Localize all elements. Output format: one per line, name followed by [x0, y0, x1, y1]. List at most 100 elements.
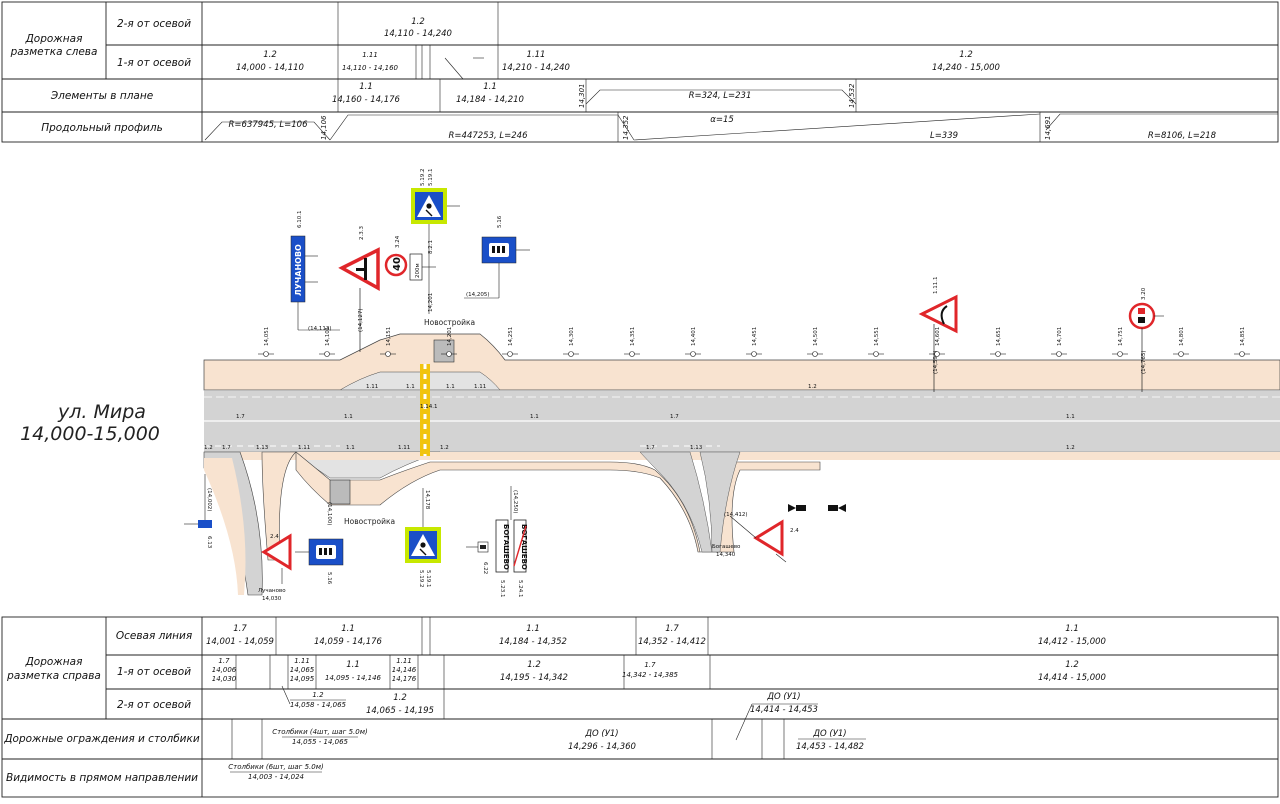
- pk-marker-label: 14,351: [630, 327, 636, 346]
- barrier-seg-code: ДО (У1): [812, 729, 846, 739]
- row1-seg-code: 1.7: [218, 657, 230, 665]
- sign-pk: (14,127): [358, 308, 364, 332]
- street-range: 14,000-15,000: [20, 423, 160, 445]
- top-profile-label: Продольный профиль: [41, 122, 163, 134]
- axis-seg-range: 14,001 - 14,059: [206, 637, 274, 647]
- top-row1-seg-code: 1.2: [959, 50, 973, 60]
- top-group-label-2: разметка слева: [10, 46, 98, 58]
- top-plan-mark: 14,532: [848, 83, 856, 108]
- sign-pk: (14,412): [724, 512, 748, 518]
- top-row1-seg-range: 14,000 - 14,110: [236, 63, 304, 73]
- sign-code: 2.4: [270, 534, 279, 540]
- marking-label: 1.2: [204, 445, 213, 451]
- row1-seg-code: 1.11: [294, 657, 310, 665]
- sign-code: 6.13: [206, 536, 212, 549]
- sign-2-4-yield-icon: 2.4 (14,100): [261, 502, 332, 584]
- top-row2-label: 2-я от осевой: [117, 18, 191, 30]
- pk-marker-icon: 14,551: [868, 327, 884, 357]
- top-row1-seg-code: 1.11: [527, 50, 546, 60]
- sign-pk: 14,178: [424, 490, 430, 510]
- top-row1-label: 1-я от осевой: [117, 57, 191, 69]
- row1-seg-code: 1.2: [527, 660, 541, 670]
- row1-seg-range: 14,030: [212, 675, 237, 683]
- marking-label: 1.2: [440, 445, 449, 451]
- row1-seg-range: 14,095 - 14,146: [325, 674, 382, 682]
- barrier-seg-range: 14,453 - 14,482: [796, 742, 864, 752]
- row1-seg-range: 14,065: [290, 666, 315, 674]
- barrier-seg-code: Столбики (4шт, шаг 5.0м): [272, 728, 368, 736]
- row2-seg-code: 1.2: [312, 691, 324, 699]
- pk-marker-icon: 14,801: [1173, 327, 1189, 357]
- top-row2-seg-range: 14,110 - 14,240: [384, 29, 452, 39]
- axis-seg-code: 1.1: [526, 624, 540, 634]
- top-row1-seg-code: 1.11: [362, 51, 378, 59]
- marking-label: 1.13: [256, 445, 269, 451]
- sign-code: 5.16: [497, 215, 503, 228]
- visibility-seg-range: 14,003 - 14,024: [248, 773, 304, 781]
- sign-code: 5.19.2: [420, 169, 426, 187]
- sign-6-10-1-text: ЛУЧАНОВО: [294, 244, 303, 296]
- top-plan-seg-range: 14,160 - 14,176: [332, 95, 401, 105]
- sign-pk: (14,765): [1141, 350, 1147, 374]
- pk-marker-label: 14,551: [874, 327, 880, 346]
- axis-seg-range: 14,412 - 15,000: [1038, 637, 1106, 647]
- pk-marker-icon: 14,151: [380, 327, 396, 357]
- new-building-label-bottom: Новостройка: [344, 517, 395, 526]
- marking-label: 1.1: [406, 384, 415, 390]
- top-row1-seg-range: 14,110 - 14,160: [342, 64, 399, 72]
- top-row2-seg-code: 1.2: [411, 17, 425, 27]
- row1-seg-code: 1.7: [644, 661, 656, 669]
- row2-seg-range: 14,065 - 14,195: [366, 706, 434, 716]
- sign-crossing-top-icon: 5.19.2 5.19.1 14,201: [411, 169, 460, 314]
- row1-seg-range: 14,146: [392, 666, 417, 674]
- sign-8-2-1-icon: 200м 8.2.1: [409, 240, 436, 281]
- axis-seg-code: 1.1: [341, 624, 355, 634]
- road-plan: 1.11 1.1 1.1 1.11 1.7 1.1 1.14.1 1.1 1.7…: [20, 318, 1280, 596]
- top-profile-seg: R=447253, L=246: [449, 131, 529, 141]
- sign-6-22-icon: 6.22: [466, 541, 489, 574]
- top-plan-mark: 14,301: [578, 84, 586, 109]
- top-row1-seg-range: 14,210 - 14,240: [502, 63, 570, 73]
- bottom-table: Дорожная разметка справа Осевая линия 1-…: [1, 616, 1279, 798]
- marking-label: 1.1: [530, 414, 539, 420]
- pk-marker-label: 14,451: [752, 327, 758, 346]
- row1-seg-code: 1.2: [1065, 660, 1079, 670]
- sign-code: 6.22: [482, 562, 488, 574]
- sign-code: 5.16: [326, 572, 332, 585]
- sign-code: 2.4: [790, 528, 799, 534]
- top-plan-seg-code: 1.1: [359, 82, 373, 92]
- pk-marker-label: 14,701: [1057, 327, 1063, 346]
- pk-marker-icon: 14,501: [807, 327, 823, 357]
- sign-code: 5.24.1: [517, 580, 523, 598]
- marking-label: 1.7: [236, 414, 245, 420]
- sign-1-11-1-icon: 1.11.1 (14,594): [918, 277, 958, 392]
- pk-marker-icon: 14,701: [1051, 327, 1067, 357]
- visibility-seg-code: Столбики (6шт, шаг 5.0м): [228, 763, 324, 771]
- sign-settlement-icon: БОГАШЕВО БОГАШЕВО 5.23.1 5.24.1 (14,250): [495, 486, 528, 598]
- sign-5-16-bus-stop-icon: 5.16 (14,205): [464, 215, 530, 299]
- top-row1-seg-range: 14,240 - 15,000: [932, 63, 1000, 73]
- sign-2-3-3-icon: 2.3.3 (14,127): [338, 226, 380, 352]
- row2-seg-code: ДО (У1): [766, 692, 800, 702]
- sign-pk: (14,594): [933, 350, 939, 374]
- axis-seg-code: 1.7: [665, 624, 679, 634]
- sign-code: 6.10.1: [297, 211, 303, 229]
- pk-marker-label: 14,051: [264, 327, 270, 346]
- ramp-label: 14,340: [716, 552, 736, 558]
- pk-marker-label: 14,401: [691, 327, 697, 346]
- row2-seg-range: 14,414 - 14,453: [750, 705, 818, 715]
- street-name: ул. Мира: [57, 401, 146, 423]
- row1-seg-range: 14,342 - 14,385: [622, 671, 679, 679]
- top-plan-label: Элементы в плане: [50, 90, 153, 102]
- pk-marker-label: 14,651: [996, 327, 1002, 346]
- pk-marker-label: 14,151: [386, 327, 392, 346]
- sign-pk: (14,113): [308, 326, 332, 332]
- top-table: Дорожная разметка слева 2-я от осевой 1-…: [1, 1, 1279, 143]
- row1-seg-range: 14,095: [290, 675, 315, 683]
- axis-seg-range: 14,059 - 14,176: [314, 637, 383, 647]
- top-plan-curve: R=324, L=231: [689, 91, 752, 101]
- barrier-seg-range: 14,055 - 14,065: [292, 738, 349, 746]
